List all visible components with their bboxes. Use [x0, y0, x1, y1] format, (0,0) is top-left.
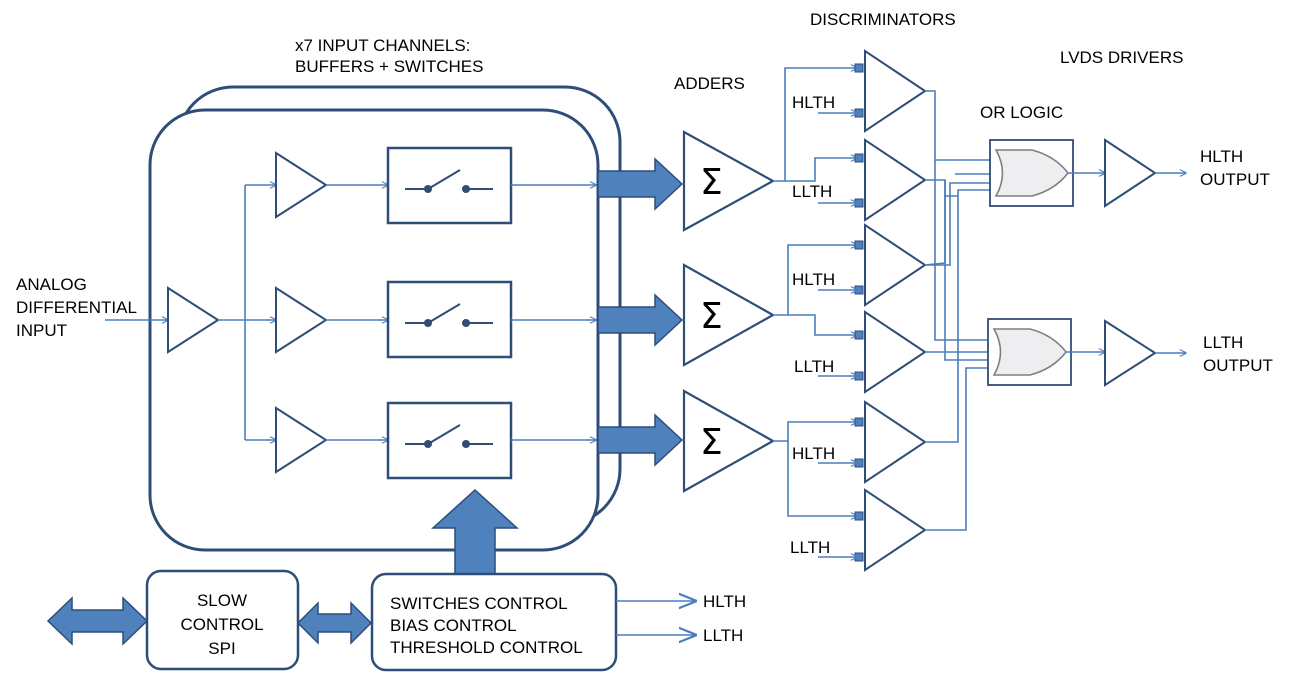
discriminator-2 — [854, 138, 927, 222]
llth-output-label-line2: OUTPUT — [1203, 356, 1273, 375]
adders-label: ADDERS — [674, 74, 745, 93]
input-channels-label-line1: x7 INPUT CHANNELS: — [295, 36, 470, 55]
lvds-driver-llth — [1104, 319, 1157, 387]
analog-input-label-line3: INPUT — [16, 321, 67, 340]
adder-3 — [682, 389, 776, 493]
lvds-drivers-label: LVDS DRIVERS — [1060, 48, 1183, 67]
input-channels-panel — [148, 108, 600, 552]
adder-3-routing — [773, 422, 857, 516]
hlth-output-label-line1: HLTH — [1200, 147, 1243, 166]
threshold-label-5: HLTH — [792, 444, 835, 463]
discriminator-3 — [854, 223, 927, 307]
or-gate-hlth — [989, 139, 1074, 207]
threshold-control-label: THRESHOLD CONTROL — [390, 638, 583, 657]
threshold-label-3: HLTH — [792, 270, 835, 289]
control-logic-block — [370, 572, 618, 672]
channel-buffer-2 — [275, 286, 328, 354]
adder-1 — [682, 130, 776, 232]
threshold-label-2: LLTH — [792, 182, 832, 201]
analog-switch-1 — [386, 146, 513, 225]
discriminators-label: DISCRIMINATORS — [810, 10, 956, 29]
adder-1-routing — [773, 68, 857, 182]
bus-arrow-3 — [597, 413, 684, 467]
or-logic-label: OR LOGIC — [980, 103, 1063, 122]
adder-2-routing — [773, 245, 857, 335]
threshold-label-4: LLTH — [794, 357, 834, 376]
control-up-arrow — [431, 488, 519, 576]
ctrl-hlth-out-label: HLTH — [703, 592, 746, 611]
ctrl-llth-out-label: LLTH — [703, 626, 743, 645]
input-buffer-triangle — [167, 286, 220, 354]
adder-2 — [682, 263, 776, 367]
discriminator-6 — [854, 488, 927, 572]
discriminator-to-or-routing — [924, 90, 998, 531]
internal-bus-double-arrow — [296, 601, 373, 645]
channel-buffer-3 — [275, 406, 328, 474]
slow-control-label-line3: SPI — [208, 639, 235, 658]
spi-bus-double-arrow — [46, 596, 149, 646]
analog-switch-3 — [386, 401, 513, 480]
llth-output-label-line1: LLTH — [1203, 333, 1243, 352]
slow-control-label-line2: CONTROL — [180, 615, 263, 634]
hlth-output-label-line2: OUTPUT — [1200, 170, 1270, 189]
or-gate-llth — [987, 318, 1072, 386]
adder-3-sigma: Σ — [700, 422, 723, 463]
threshold-input-wires — [818, 113, 857, 557]
discriminator-1 — [854, 49, 927, 133]
input-channels-label-line2: BUFFERS + SWITCHES — [295, 57, 483, 76]
bus-arrow-1 — [597, 157, 684, 211]
bus-arrow-2 — [597, 293, 684, 347]
discriminator-5 — [854, 400, 927, 484]
slow-control-label-line1: SLOW — [197, 591, 247, 610]
lvds-driver-hlth — [1104, 138, 1157, 208]
discriminator-4 — [854, 310, 927, 394]
switches-control-label: SWITCHES CONTROL — [390, 594, 568, 613]
threshold-label-6: LLTH — [790, 538, 830, 557]
channel-buffer-1 — [275, 151, 328, 219]
adder-2-sigma: Σ — [700, 296, 723, 337]
analog-switch-2 — [386, 280, 513, 359]
adder-1-sigma: Σ — [700, 162, 723, 203]
bias-control-label: BIAS CONTROL — [390, 616, 517, 635]
analog-input-label-line2: DIFFERENTIAL — [16, 298, 137, 317]
threshold-label-1: HLTH — [792, 93, 835, 112]
analog-input-label-line1: ANALOG — [16, 275, 87, 294]
